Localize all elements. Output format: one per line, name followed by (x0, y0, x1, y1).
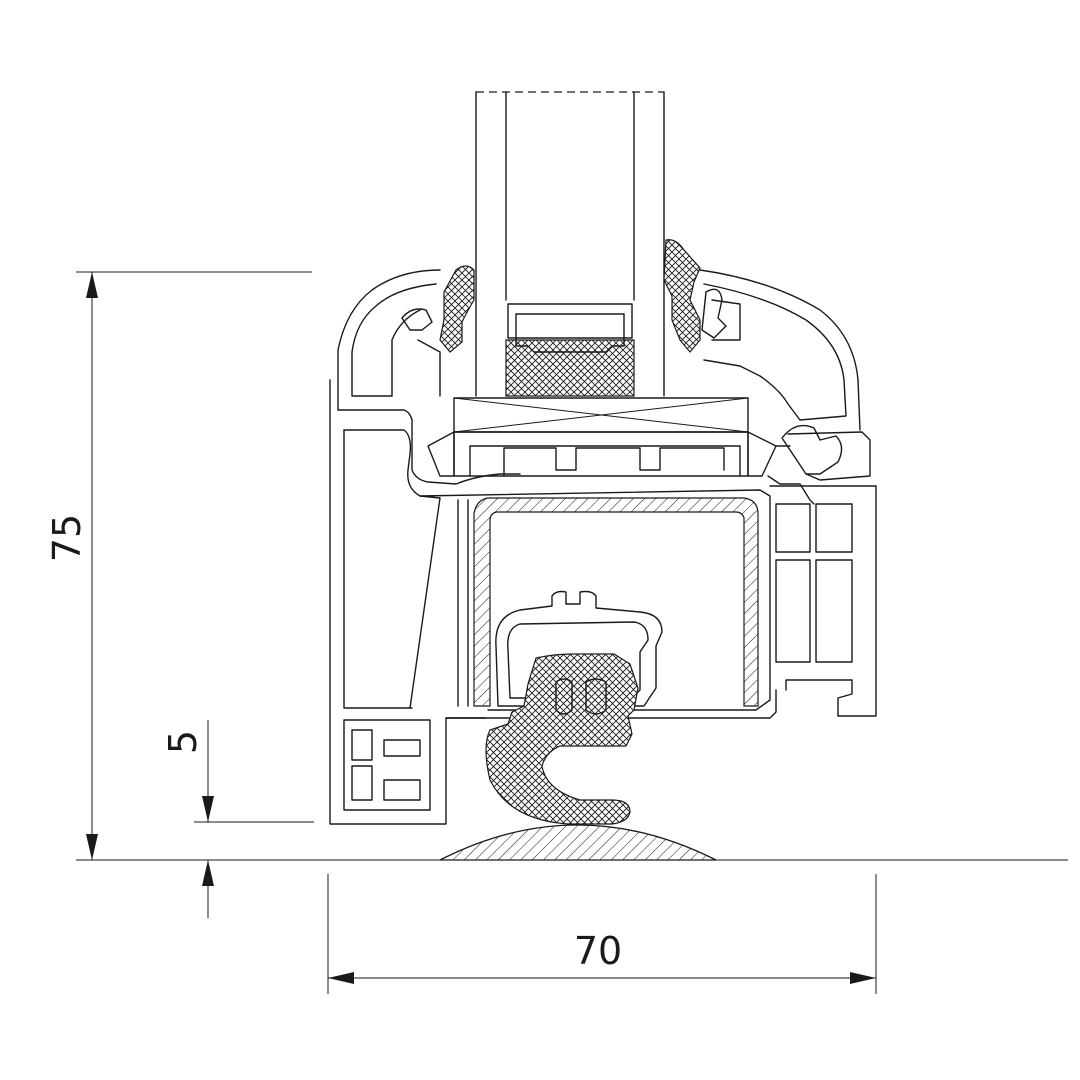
lower-seal (485, 653, 639, 825)
glass-spacer (505, 303, 635, 397)
lower-seal-chambers (555, 678, 607, 715)
dimension-height: 75 (45, 271, 312, 860)
glass-pane (475, 91, 665, 397)
dimension-width-label: 70 (574, 929, 622, 973)
inner-glazing-gasket (439, 265, 475, 353)
steel-reinforcement (473, 497, 759, 707)
glazing-block (427, 397, 777, 477)
sash-profile (337, 269, 871, 505)
dimension-height-label: 75 (45, 514, 89, 562)
outer-glazing-gasket (663, 239, 701, 353)
dimension-threshold: 5 (161, 720, 314, 918)
center-seal-carrier (495, 590, 663, 707)
dimension-width: 70 (327, 874, 877, 994)
dimension-threshold-label: 5 (161, 730, 205, 754)
frame-profile (329, 379, 877, 825)
threshold-hatched (439, 824, 717, 861)
